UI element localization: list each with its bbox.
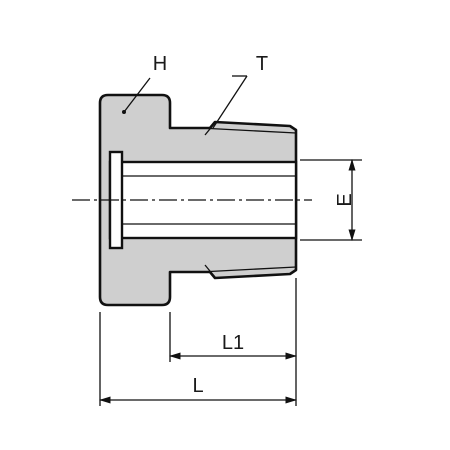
label-t: T: [256, 53, 268, 75]
leader-h-dot: [122, 110, 126, 114]
thread-hatching: [199, 123, 297, 277]
label-l1: L1: [222, 332, 244, 354]
dimension-e: [300, 158, 362, 242]
label-l: L: [192, 375, 203, 397]
label-h: H: [153, 53, 167, 75]
label-e: E: [334, 193, 356, 206]
leader-h: [123, 77, 151, 113]
leader-t-diag: [212, 75, 248, 129]
